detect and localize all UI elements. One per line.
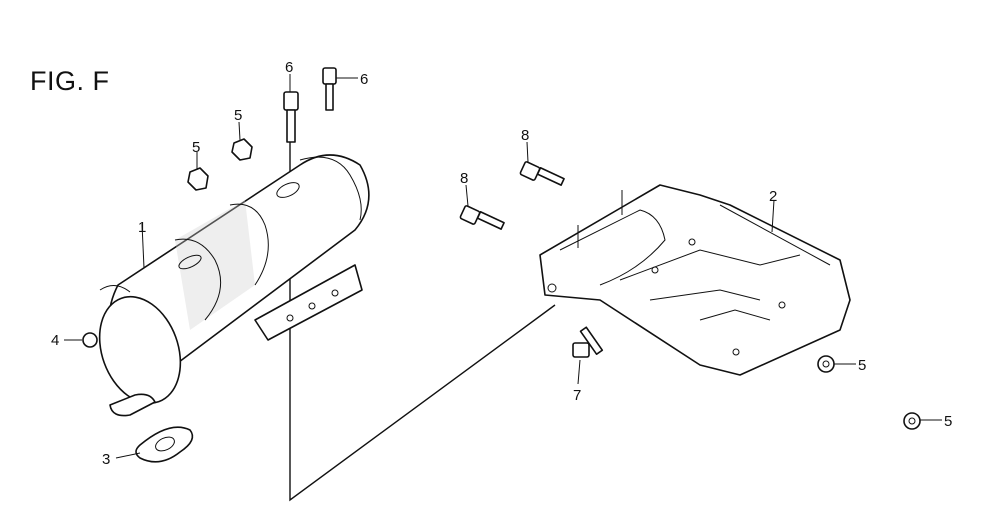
callout-3: 3 xyxy=(102,451,110,468)
bolt-7 xyxy=(572,326,604,358)
callout-8: 8 xyxy=(521,127,529,144)
callout-5: 5 xyxy=(192,139,200,156)
callout-5: 5 xyxy=(858,357,866,374)
callout-2: 2 xyxy=(769,188,777,205)
muffler-protector xyxy=(539,184,851,376)
flange-nut-5d xyxy=(903,412,921,430)
callout-5: 5 xyxy=(234,107,242,124)
exhaust-gasket xyxy=(135,426,194,463)
bolt-6a xyxy=(283,91,299,143)
bolt-8b xyxy=(459,205,505,230)
flange-nut-5a xyxy=(187,167,209,191)
callout-7: 7 xyxy=(573,387,581,404)
callout-1: 1 xyxy=(138,219,146,236)
muffler-body xyxy=(98,154,370,417)
bolt-6b xyxy=(322,67,337,111)
callout-5: 5 xyxy=(944,413,952,430)
callout-6: 6 xyxy=(360,71,368,88)
figure-title: FIG. F xyxy=(30,66,110,96)
nut-part-4 xyxy=(82,332,98,348)
flange-nut-5c xyxy=(817,355,835,373)
callout-4: 4 xyxy=(51,332,59,349)
callout-8: 8 xyxy=(460,170,468,187)
leader-lines xyxy=(64,74,942,459)
callout-6: 6 xyxy=(285,59,293,76)
flange-nut-5b xyxy=(231,138,253,161)
bolt-8a xyxy=(519,161,565,186)
